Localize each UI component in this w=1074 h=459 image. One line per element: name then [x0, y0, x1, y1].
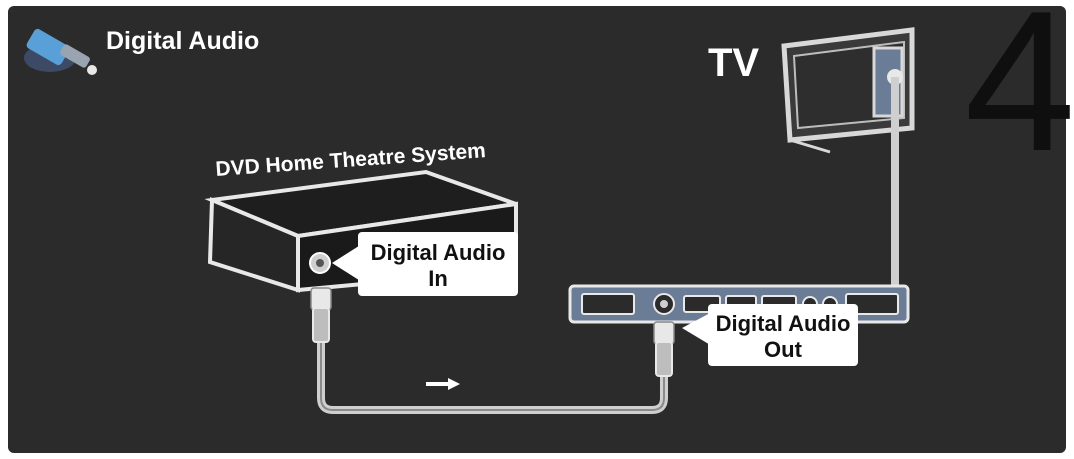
- digital-audio-in-callout: Digital Audio In: [332, 232, 518, 296]
- step-number: 4: [964, 0, 1074, 193]
- dvd-callout-line1: Digital Audio: [371, 240, 506, 265]
- tv-label: TV: [708, 41, 759, 85]
- digital-audio-connector-icon: [24, 28, 97, 75]
- page-title: Digital Audio: [106, 27, 259, 55]
- tv-cable-plug: [653, 321, 675, 377]
- tv-callout-line2: Out: [764, 337, 803, 362]
- arrow-right-icon: [426, 378, 460, 390]
- digital-audio-out-callout: Digital Audio Out: [682, 304, 858, 366]
- dvd-cable-plug: [310, 287, 332, 343]
- tv-illustration: [781, 27, 915, 154]
- dvd-callout-line2: In: [428, 266, 448, 291]
- tv-callout-line1: Digital Audio: [716, 311, 851, 336]
